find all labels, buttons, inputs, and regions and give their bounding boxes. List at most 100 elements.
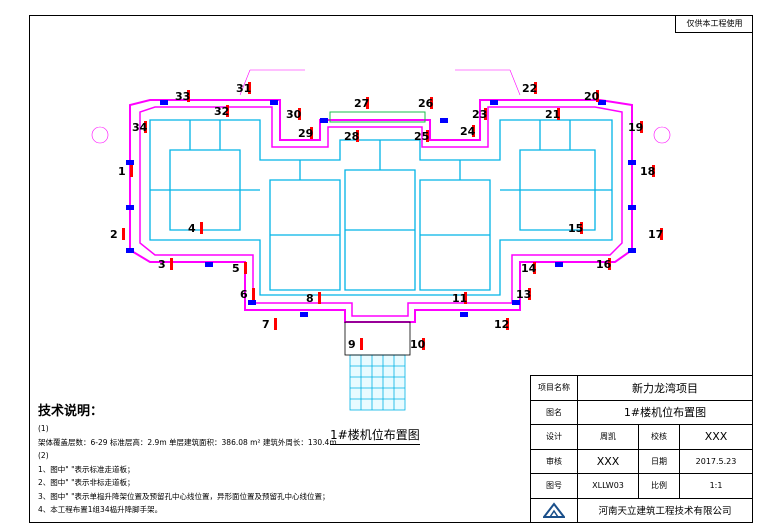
column-marker: [320, 118, 328, 123]
point-label-31: 31: [236, 82, 251, 95]
column-marker: [460, 312, 468, 317]
point-label-33: 33: [175, 90, 190, 103]
lifting-points: [122, 82, 663, 350]
scale-value: 1:1: [679, 473, 753, 499]
scale-label: 比例: [638, 473, 680, 499]
point-label-2: 2: [110, 228, 118, 241]
lifting-point-marker: [318, 292, 321, 304]
point-label-5: 5: [232, 262, 240, 275]
lifting-point-marker: [484, 108, 487, 120]
dimension-callouts: [91, 69, 671, 144]
lifting-point-marker: [557, 108, 560, 120]
design-label: 设计: [530, 424, 578, 450]
lifting-point-marker: [274, 318, 277, 330]
column-marker: [270, 100, 278, 105]
point-label-17: 17: [648, 228, 663, 241]
lifting-point-marker: [244, 262, 247, 274]
column-marker: [205, 262, 213, 267]
column-marker: [440, 118, 448, 123]
date-label: 日期: [638, 448, 680, 474]
column-marker: [126, 248, 134, 253]
lifting-point-marker: [366, 97, 369, 109]
lifting-point-marker: [430, 97, 433, 109]
column-marker: [512, 300, 520, 305]
company-logo-icon: [543, 502, 565, 519]
lifting-point-marker: [472, 125, 475, 137]
point-label-23: 23: [472, 108, 487, 121]
point-label-14: 14: [521, 262, 537, 275]
point-label-26: 26: [418, 97, 434, 110]
drawing-value: 1#楼机位布置图: [577, 399, 753, 425]
lifting-point-marker: [248, 82, 251, 94]
drawing-no-value: XLLW03: [577, 473, 639, 499]
check-value: XXX: [679, 424, 753, 450]
review-label: 审核: [530, 448, 578, 474]
point-label-1: 1: [118, 165, 126, 178]
column-marker: [300, 312, 308, 317]
lifting-point-marker: [426, 130, 429, 142]
column-marker: [598, 100, 606, 105]
lifting-point-marker: [187, 90, 190, 102]
lifting-point-marker: [356, 130, 359, 142]
lifting-point-marker: [130, 165, 133, 177]
technical-notes: 技术说明： (1) 架体覆盖层数：6-29 标准层高：2.9m 单层建筑面积：3…: [38, 400, 368, 517]
notes-line: 架体覆盖层数：6-29 标准层高：2.9m 单层建筑面积：386.08 m² 建…: [38, 437, 337, 447]
point-label-25: 25: [414, 130, 429, 143]
lifting-point-marker: [596, 90, 599, 102]
lifting-point-marker: [144, 121, 147, 133]
design-value: 周凯: [577, 424, 639, 450]
column-marker: [628, 160, 636, 165]
lifting-point-marker: [252, 288, 255, 300]
top-platform: [329, 111, 426, 123]
point-label-32: 32: [214, 105, 229, 118]
point-label-6: 6: [240, 288, 248, 301]
notes-line: 2、图中" "表示非标走道板；: [38, 478, 135, 487]
column-marker: [248, 300, 256, 305]
project-value: 新力龙湾项目: [577, 375, 753, 401]
lifting-point-marker: [580, 222, 583, 234]
point-label-13: 13: [516, 288, 531, 301]
title-block: 项目名称 新力龙湾项目 图名 1#楼机位布置图 设计 周凯 校核 XXX 审核 …: [530, 375, 753, 523]
lifting-point-marker: [533, 262, 536, 274]
column-marker: [628, 248, 636, 253]
point-label-28: 28: [344, 130, 359, 143]
point-label-34: 34: [132, 121, 148, 134]
point-label-30: 30: [286, 108, 302, 121]
lifting-point-marker: [170, 258, 173, 270]
column-marker: [160, 100, 168, 105]
lifting-point-marker: [528, 288, 531, 300]
column-marker: [490, 100, 498, 105]
usage-stamp: 仅供本工程使用: [675, 15, 753, 33]
point-label-18: 18: [640, 165, 655, 178]
scaffold-outline: [129, 99, 633, 323]
notes-line: 3、图中" "表示单榀升降架位置及预留孔中心线位置，异形面位置及预留孔中心线位置…: [38, 491, 330, 501]
point-label-29: 29: [298, 127, 313, 140]
point-label-15: 15: [568, 222, 583, 235]
column-marker: [126, 205, 134, 210]
point-label-22: 22: [522, 82, 537, 95]
point-label-27: 27: [354, 97, 369, 110]
point-label-10: 10: [410, 338, 426, 351]
point-label-21: 21: [545, 108, 560, 121]
drawing-label: 图名: [530, 399, 578, 425]
notes-line: (2): [38, 451, 49, 460]
date-value: 2017.5.23: [679, 448, 753, 474]
lifting-point-marker: [360, 338, 363, 350]
company-logo: [530, 497, 578, 523]
point-label-11: 11: [452, 292, 467, 305]
project-label: 项目名称: [530, 375, 578, 401]
column-marker: [126, 160, 134, 165]
lifting-point-marker: [660, 228, 663, 240]
check-label: 校核: [638, 424, 680, 450]
point-label-9: 9: [348, 338, 356, 351]
plan-title: 1#楼机位布置图: [330, 426, 420, 445]
lifting-point-marker: [464, 292, 467, 304]
column-marker: [628, 205, 636, 210]
review-value: XXX: [577, 448, 639, 474]
point-label-12: 12: [494, 318, 509, 331]
building-walls: [149, 119, 613, 296]
notes-line: 1、图中" "表示标准走道板；: [38, 464, 135, 474]
